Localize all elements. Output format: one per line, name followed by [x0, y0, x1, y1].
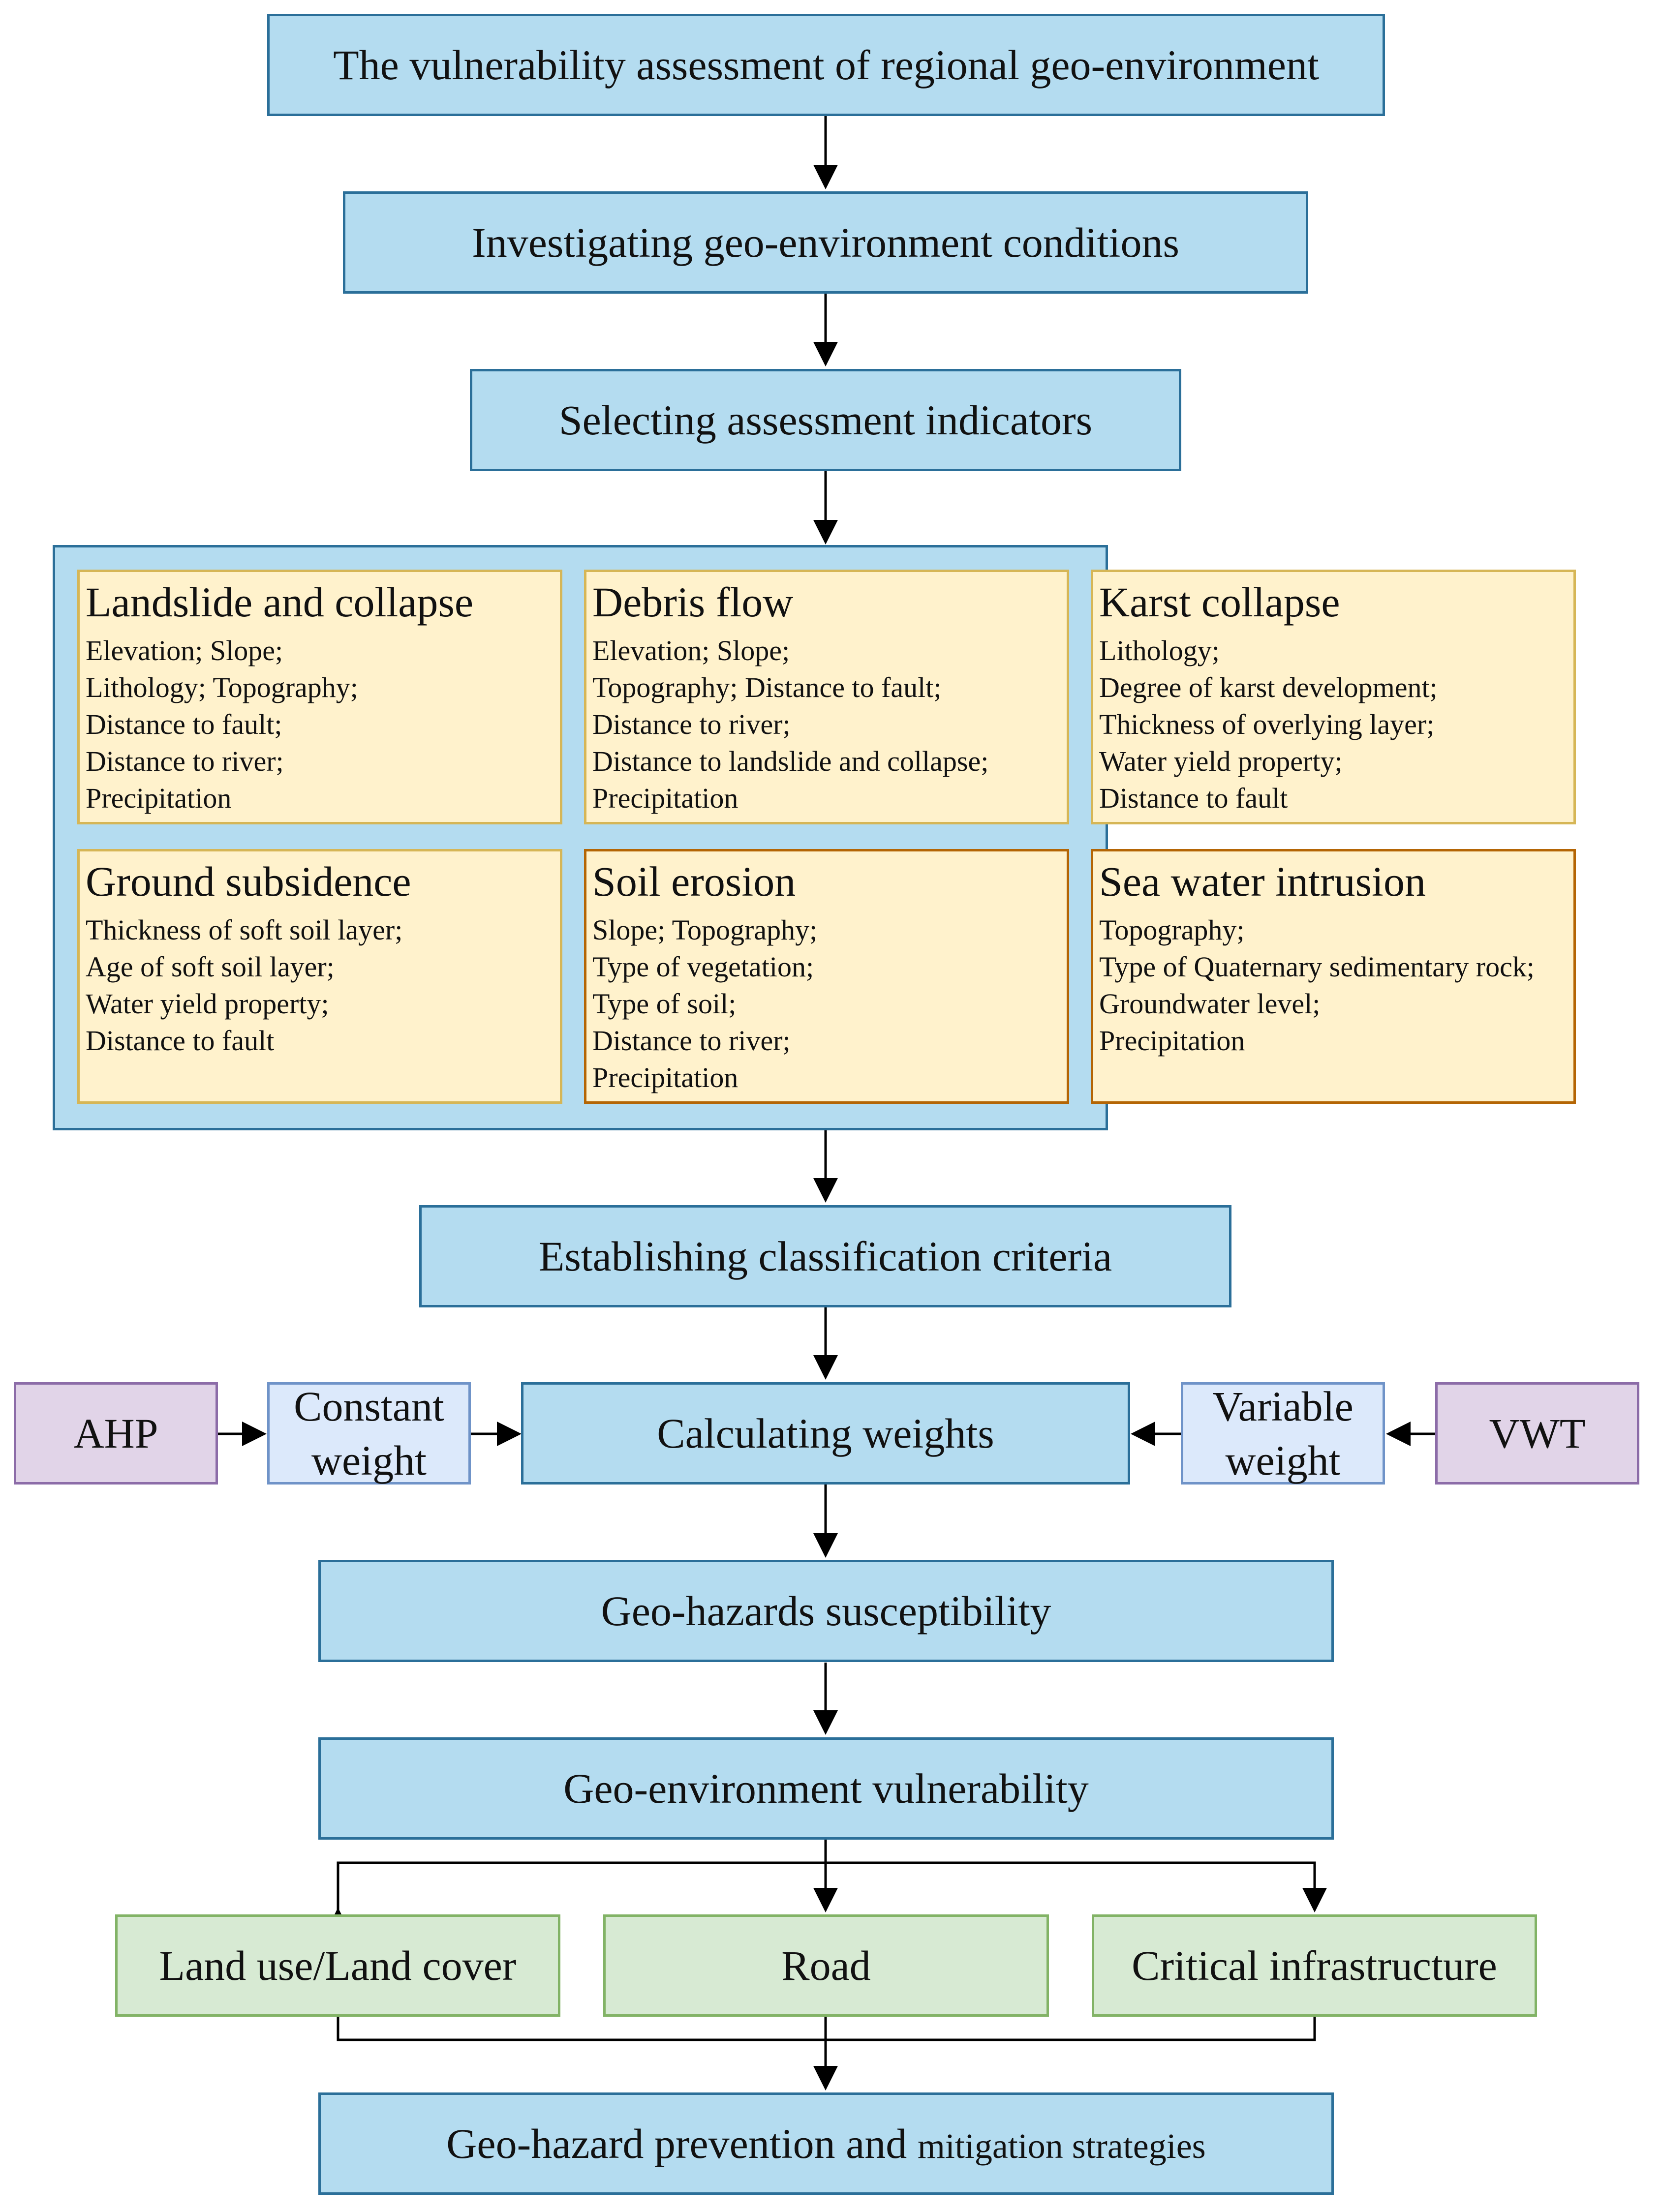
- hazard-card-landslide: Landslide and collapse Elevation; Slope;…: [77, 570, 562, 824]
- land-use-text: Land use/Land cover: [159, 1941, 517, 1989]
- indicator-item: Elevation; Slope;: [592, 635, 790, 667]
- hazard-title: Karst collapse: [1099, 578, 1340, 626]
- indicator-item: Topography; Distance to fault;: [592, 671, 942, 703]
- indicator-item: Type of Quaternary sedimentary rock;: [1099, 951, 1535, 983]
- indicator-item: Distance to fault: [86, 1025, 275, 1057]
- criteria-text: Establishing classification criteria: [538, 1232, 1112, 1280]
- strategies-text: Geo-hazard prevention and mitigation str…: [446, 2120, 1205, 2168]
- split-connector: [326, 1861, 1327, 1932]
- hazard-title: Landslide and collapse: [86, 578, 474, 626]
- hazard-card-karst-collapse: Karst collapse Lithology; Degree of kars…: [1091, 570, 1576, 824]
- indicator-item: Distance to river;: [592, 1025, 791, 1057]
- strategies-text-small: mitigation strategies: [917, 2126, 1206, 2166]
- indicator-item: Slope; Topography;: [592, 914, 818, 946]
- indicator-item: Distance to fault: [1099, 782, 1288, 814]
- indicator-item: Elevation; Slope;: [86, 635, 283, 667]
- investigate-box: Investigating geo-environment conditions: [343, 191, 1308, 294]
- criteria-box: Establishing classification criteria: [419, 1205, 1231, 1307]
- vulnerability-box: Geo-environment vulnerability: [318, 1737, 1334, 1840]
- strategies-text-main: Geo-hazard prevention and: [446, 2120, 907, 2167]
- hazard-title: Ground subsidence: [86, 858, 411, 905]
- indicator-item: Thickness of soft soil layer;: [86, 914, 403, 946]
- critical-infrastructure-text: Critical infrastructure: [1132, 1941, 1497, 1989]
- hazard-card-soil-erosion: Soil erosion Slope; Topography; Type of …: [584, 849, 1069, 1104]
- title-text: The vulnerability assessment of regional…: [333, 41, 1319, 89]
- vulnerability-text: Geo-environment vulnerability: [563, 1764, 1089, 1812]
- hazard-card-sea-water-intrusion: Sea water intrusion Topography; Type of …: [1091, 849, 1576, 1104]
- critical-infrastructure-box: Critical infrastructure: [1092, 1914, 1537, 2017]
- strategies-box: Geo-hazard prevention and mitigation str…: [318, 2092, 1334, 2195]
- constant-weight-text: Constant weight: [294, 1382, 444, 1484]
- indicator-item: Type of soil;: [592, 988, 737, 1020]
- ahp-text: AHP: [73, 1409, 158, 1457]
- select-indicators-box: Selecting assessment indicators: [470, 369, 1181, 471]
- ahp-box: AHP: [14, 1382, 218, 1485]
- variable-weight-box: Variable weight: [1181, 1382, 1385, 1485]
- susceptibility-box: Geo-hazards susceptibility: [318, 1560, 1334, 1662]
- indicator-item: Distance to fault;: [86, 708, 282, 740]
- indicator-item: Distance to river;: [592, 708, 791, 740]
- indicators-container: Landslide and collapse Elevation; Slope;…: [53, 545, 1576, 1130]
- weights-text: Calculating weights: [657, 1409, 994, 1457]
- indicator-item: Lithology; Topography;: [86, 671, 358, 703]
- indicator-item: Precipitation: [86, 782, 232, 814]
- indicator-item: Distance to river;: [86, 745, 284, 777]
- hazard-title: Debris flow: [592, 578, 794, 626]
- indicator-item: Type of vegetation;: [592, 951, 814, 983]
- indicator-item: Age of soft soil layer;: [86, 951, 335, 983]
- susceptibility-text: Geo-hazards susceptibility: [601, 1587, 1051, 1635]
- select-indicators-text: Selecting assessment indicators: [558, 396, 1093, 444]
- road-box: Road: [603, 1914, 1049, 2017]
- weights-box: Calculating weights: [521, 1382, 1130, 1485]
- hazard-card-ground-subsidence: Ground subsidence Thickness of soft soil…: [77, 849, 562, 1104]
- indicator-item: Water yield property;: [1099, 745, 1343, 777]
- variable-weight-text: Variable weight: [1212, 1382, 1353, 1484]
- indicator-item: Water yield property;: [86, 988, 329, 1020]
- vwt-box: VWT: [1435, 1382, 1639, 1485]
- indicator-item: Degree of karst development;: [1099, 671, 1438, 703]
- hazard-title: Sea water intrusion: [1099, 858, 1426, 905]
- investigate-text: Investigating geo-environment conditions: [472, 218, 1179, 266]
- constant-weight-box: Constant weight: [267, 1382, 471, 1485]
- indicator-item: Groundwater level;: [1099, 988, 1321, 1020]
- title-box: The vulnerability assessment of regional…: [267, 14, 1385, 116]
- hazard-card-debris-flow: Debris flow Elevation; Slope; Topography…: [584, 570, 1069, 824]
- indicator-item: Precipitation: [592, 1061, 738, 1093]
- indicator-item: Thickness of overlying layer;: [1099, 708, 1435, 740]
- indicator-item: Precipitation: [1099, 1025, 1245, 1057]
- indicator-item: Topography;: [1099, 914, 1245, 946]
- indicator-item: Lithology;: [1099, 635, 1220, 667]
- land-use-box: Land use/Land cover: [115, 1914, 560, 2017]
- hazard-title: Soil erosion: [592, 858, 796, 905]
- indicator-item: Precipitation: [592, 782, 738, 814]
- road-text: Road: [781, 1941, 871, 1989]
- vwt-text: VWT: [1489, 1409, 1586, 1457]
- indicator-item: Distance to landslide and collapse;: [592, 745, 989, 777]
